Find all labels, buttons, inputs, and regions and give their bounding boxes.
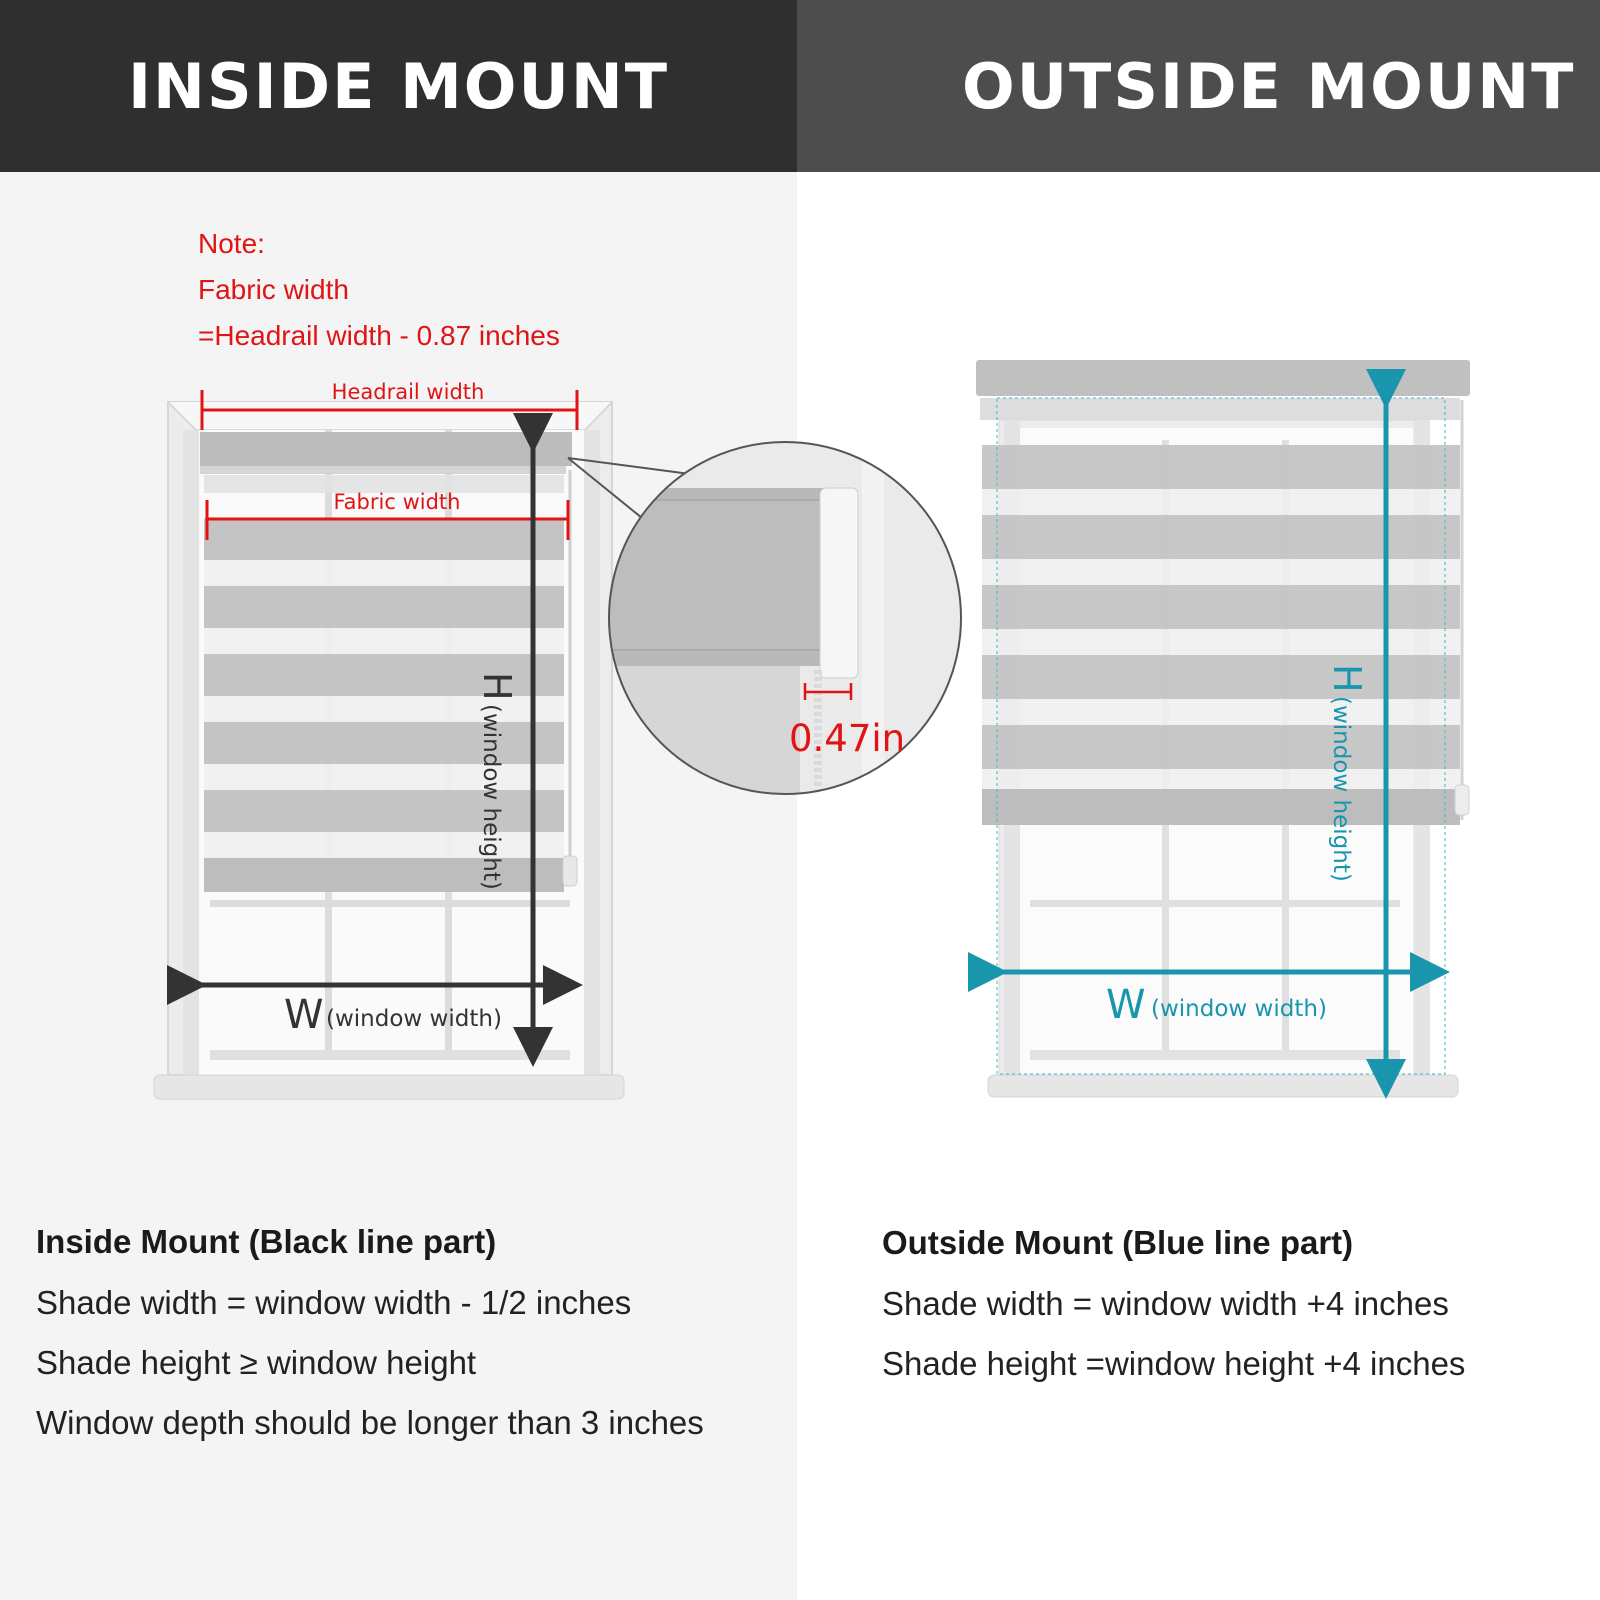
inside-height-label: H (window height) (475, 672, 519, 890)
gap-label: 0.47in (789, 717, 905, 760)
outside-window (976, 360, 1470, 1098)
outside-h-caption: (window height) (1328, 696, 1354, 882)
inside-h-letter: H (475, 672, 519, 701)
note-formula: =Headrail width - 0.87 inches (198, 320, 560, 351)
inside-h-caption: (window height) (478, 704, 504, 890)
inside-shade-height: Shade height ≥ window height (36, 1344, 477, 1381)
outside-shade-height: Shade height =window height +4 inches (882, 1345, 1466, 1382)
outside-w-caption: (window width) (1151, 996, 1327, 1022)
inside-mount-header: INSIDE MOUNT (0, 0, 797, 172)
headrail-width-label: Headrail width (332, 380, 485, 404)
outside-h-letter: H (1325, 664, 1369, 693)
inside-window-depth: Window depth should be longer than 3 inc… (36, 1404, 704, 1441)
fabric-width-label: Fabric width (334, 490, 461, 514)
outside-height-label: H (window height) (1325, 664, 1369, 882)
fabric-width-dimension (205, 500, 570, 540)
inside-mount-title: Inside Mount (Black line part) (36, 1223, 497, 1260)
outside-mount-title: Outside Mount (Blue line part) (882, 1224, 1354, 1261)
outside-mount-header: OUTSIDE MOUNT (797, 0, 1600, 172)
outside-w-letter: W (1106, 982, 1146, 1028)
magnifier-callout (567, 441, 962, 795)
outside-shade-width: Shade width = window width +4 inches (882, 1285, 1449, 1322)
inside-shade-width: Shade width = window width - 1/2 inches (36, 1284, 632, 1321)
inside-w-letter: W (284, 992, 324, 1038)
note-fabric-width: Fabric width (198, 274, 349, 305)
inside-mount-panel: INSIDE MOUNT (0, 0, 797, 1600)
note-label: Note: (198, 228, 265, 259)
inside-w-caption: (window width) (326, 1006, 502, 1032)
headrail-width-dimension (200, 390, 579, 430)
